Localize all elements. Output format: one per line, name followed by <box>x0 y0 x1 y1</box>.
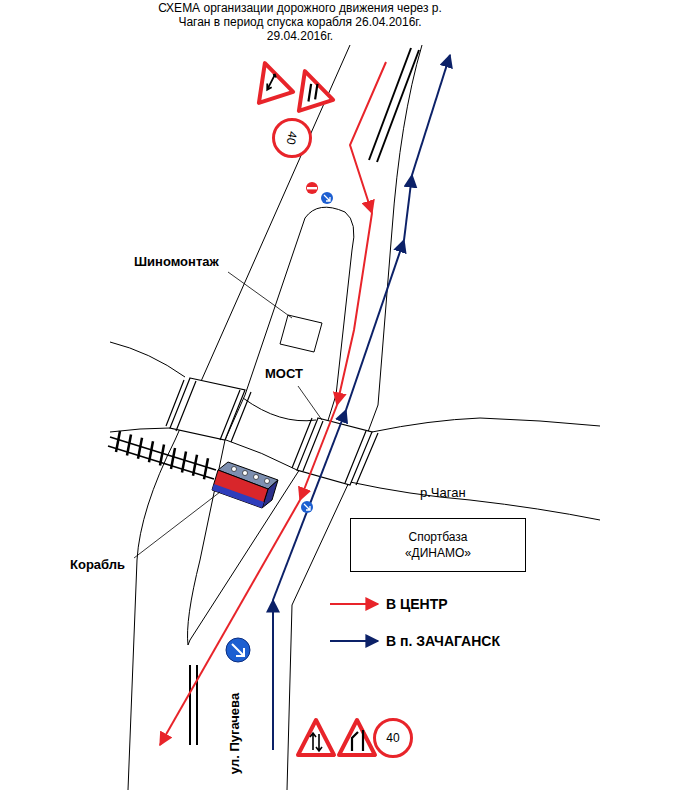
speed-value: 40 <box>386 730 399 746</box>
road-edges <box>110 45 600 790</box>
legend-text: В ЦЕНТР <box>386 596 448 612</box>
bridge <box>166 378 378 485</box>
legend-arrow <box>330 603 378 605</box>
bridge-label: МОСТ <box>265 366 303 381</box>
road-edge <box>287 45 422 790</box>
sports-base-box: Спортбаза «ДИНАМО» <box>350 518 526 572</box>
warning-sign <box>248 58 333 111</box>
river-bank <box>110 342 185 377</box>
leader-line <box>134 272 322 558</box>
railway <box>108 431 216 479</box>
warning-sign <box>298 720 375 755</box>
river-label: р.Чаган <box>420 485 466 500</box>
ship-label: Корабль <box>70 557 125 572</box>
river-bank <box>372 418 600 432</box>
ship-figure <box>212 462 278 508</box>
speed-limit-sign: 40 <box>373 718 413 758</box>
river-bank <box>350 482 600 520</box>
place-name: Спортбаза «ДИНАМО» <box>393 529 483 561</box>
lane-divider <box>190 48 419 745</box>
bridge-rails <box>292 418 378 485</box>
street-label: ул. Пугачева <box>227 693 242 774</box>
scheme-title: СХЕМА организации дорожного движения чер… <box>150 1 450 43</box>
river-bank <box>243 398 316 421</box>
tire-shop-building <box>280 315 322 352</box>
bridge-rails <box>166 380 251 442</box>
speed-value: 40 <box>283 130 301 146</box>
legend-text: В п. ЗАЧАГАНСК <box>386 633 500 649</box>
place-label: Шиномонтаж <box>134 254 219 269</box>
road-edge <box>128 45 350 790</box>
speed-limit-sign: 40 <box>272 118 312 158</box>
road-sign <box>226 182 333 662</box>
legend-arrow <box>330 640 378 642</box>
